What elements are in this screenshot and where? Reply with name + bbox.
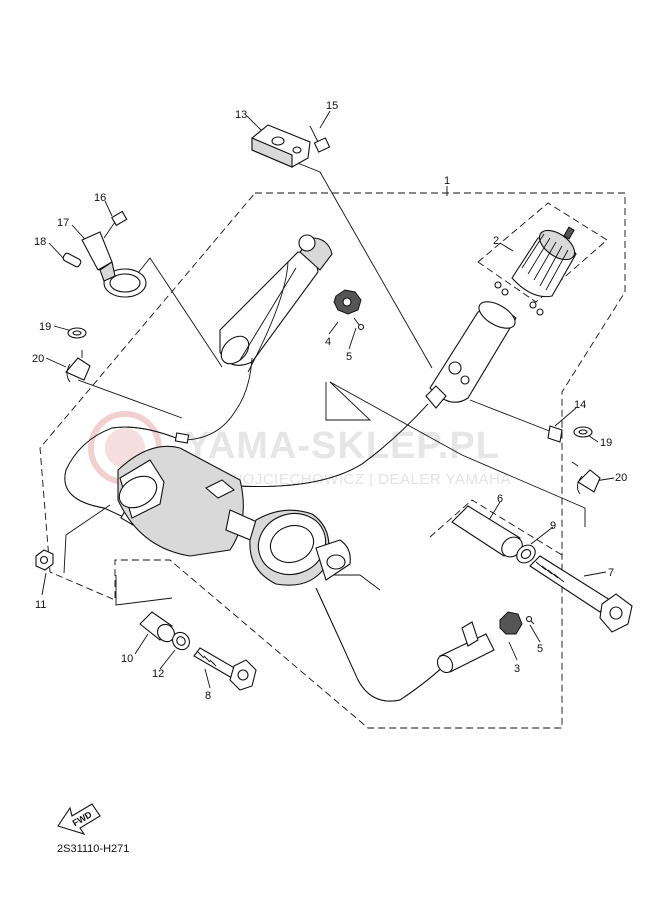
collar-part-6: [451, 505, 523, 558]
clip-part-20b: [571, 461, 601, 495]
screw-part-5a: [353, 317, 365, 331]
callout-18: 18: [34, 236, 46, 248]
callouts: 1 2 3 4 5 5 6 7 8 9 10 11 12 13 15 14 16…: [32, 100, 627, 702]
callout-20a: 20: [32, 353, 44, 365]
adjuster-knob-part-2: [494, 226, 577, 316]
lower-adjuster-part-3: [436, 611, 523, 674]
callout-10: 10: [121, 653, 133, 665]
callout-12: 12: [152, 668, 164, 680]
knob-part-4: [333, 289, 362, 315]
callout-5a: 5: [346, 351, 352, 363]
callout-19b: 19: [600, 437, 612, 449]
adjuster-body: [425, 301, 517, 409]
fwd-arrow: FWD: [57, 803, 101, 835]
watermark-title: YAMA-SKLEP.PL: [185, 425, 500, 467]
callout-2: 2: [493, 235, 499, 247]
washer-part-12: [172, 631, 190, 651]
callout-13: 13: [235, 109, 247, 121]
callout-8: 8: [205, 690, 211, 702]
callout-7: 7: [608, 567, 614, 579]
bolt-part-14: [469, 399, 563, 443]
screw-part-5b: [525, 615, 535, 625]
callout-17: 17: [57, 217, 69, 229]
bolt-part-7: [529, 555, 633, 633]
bolt-part-15: [309, 125, 331, 153]
callout-4: 4: [325, 336, 331, 348]
collar-part-18: [62, 252, 82, 268]
callout-14: 14: [574, 399, 586, 411]
adjuster-outline: [477, 202, 608, 303]
shock-absorber: [117, 445, 351, 586]
callout-6: 6: [497, 493, 503, 505]
callout-14-15: 15: [326, 100, 338, 112]
clip-part-20a: [65, 350, 91, 383]
leader-lines: [41, 110, 615, 689]
clamp-part-17: [81, 231, 147, 298]
callout-20b: 20: [615, 472, 627, 484]
nut-part-11: [35, 549, 54, 571]
callout-9: 9: [550, 520, 556, 532]
callout-11: 11: [35, 599, 46, 611]
washer-part-9: [516, 544, 536, 564]
callout-19a: 19: [39, 321, 51, 333]
bolt-part-8: [193, 647, 257, 691]
bolt-group-outline: [429, 499, 563, 556]
callout-3: 3: [514, 663, 520, 675]
callout-1: 1: [444, 175, 450, 187]
watermark-subtitle: WOJCIECHOWICZ | DEALER YAMAHA: [228, 471, 511, 488]
collar-part-10: [139, 611, 175, 643]
diagram-code: 2S31110-H271: [57, 843, 129, 855]
bracket-part-13: [251, 124, 311, 168]
remote-reservoir: [219, 234, 333, 373]
callout-5b: 5: [537, 643, 543, 655]
bolt-part-16: [103, 210, 128, 239]
callout-16: 16: [94, 192, 106, 204]
washer-part-19b: [573, 426, 593, 438]
washer-part-19a: [67, 327, 87, 339]
